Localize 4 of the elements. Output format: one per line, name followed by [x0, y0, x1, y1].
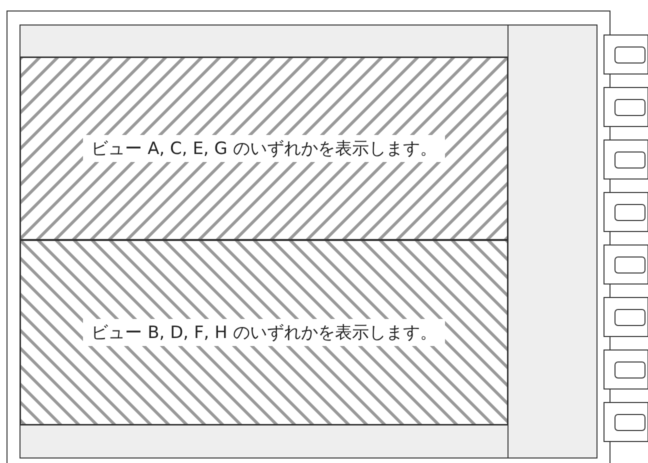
pane-caption: ビュー B, D, F, H のいずれかを表示します。 — [83, 319, 445, 346]
pane-caption: ビュー A, C, E, G のいずれかを表示します。 — [83, 135, 445, 162]
view-pane — [20, 57, 508, 240]
view-pane — [20, 240, 508, 425]
